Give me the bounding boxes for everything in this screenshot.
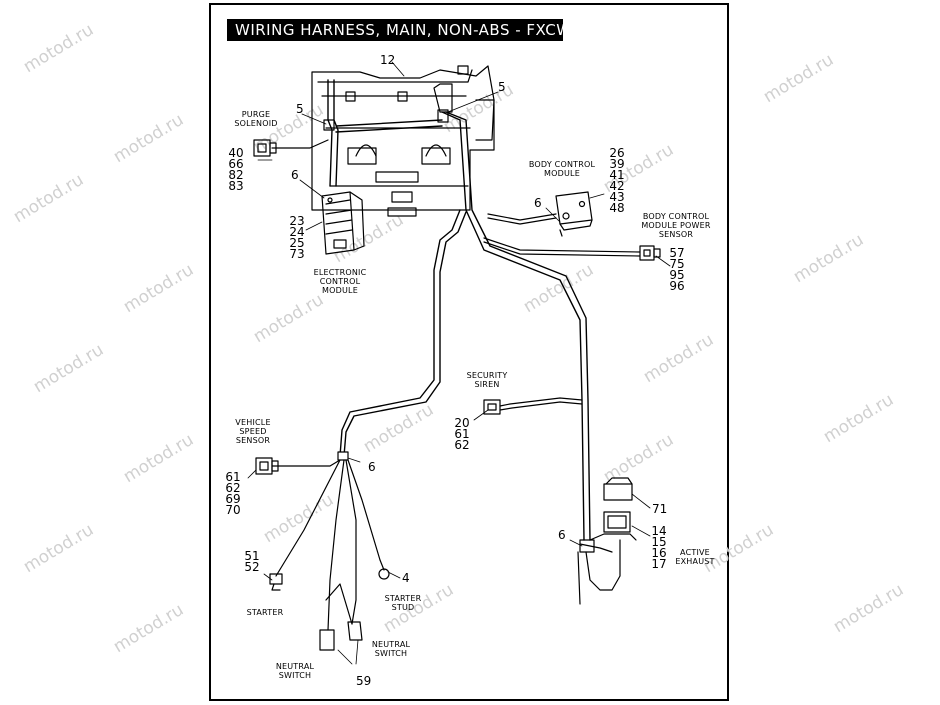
active-exhaust-connector [577, 477, 637, 605]
electronic-control-module-label: ELECTRONIC CONTROL MODULE [313, 268, 367, 295]
vss-callouts: 61 62 69 70 [225, 470, 241, 517]
security-siren-callouts: 20 61 62 [454, 416, 470, 452]
purge-solenoid-connector [253, 139, 329, 157]
bcm-callouts: 26 39 41 42 43 48 [609, 146, 625, 215]
vehicle-speed-sensor-label: VEHICLE SPEED SENSOR [235, 418, 271, 445]
starter-callouts: 51 52 [244, 549, 260, 574]
callout-59: 59 [356, 674, 372, 688]
callout-6-mid: 6 [368, 460, 376, 474]
purge-solenoid-callouts: 40 66 82 83 [228, 146, 244, 193]
starter-label: STARTER [246, 608, 284, 617]
purge-solenoid-label: PURGE SOLENOID [234, 110, 278, 128]
bcm-power-sensor-label: BODY CONTROL MODULE POWER SENSOR [641, 212, 711, 239]
active-exhaust-label: ACTIVE EXHAUST [675, 548, 715, 566]
body-control-module-icon [487, 191, 593, 237]
security-siren-connector [483, 397, 583, 415]
callout-71: 71 [652, 502, 668, 516]
callout-6-exhaust: 6 [558, 528, 566, 542]
ecm-callouts: 23 24 25 73 [289, 214, 305, 261]
callout-5-right: 5 [498, 80, 506, 94]
bcm-power-sensor-callouts: 57 75 95 96 [669, 246, 685, 293]
callout-6-ecm: 6 [291, 168, 299, 182]
callout-4: 4 [402, 571, 410, 585]
neutral-switch-label-left: NEUTRAL SWITCH [275, 662, 315, 680]
security-siren-label: SECURITY SIREN [466, 371, 508, 389]
callout-5-left: 5 [296, 102, 304, 116]
starter-stud-label: STARTER STUD [384, 594, 422, 612]
diagram-frame [209, 3, 729, 701]
neutral-switch-label-right: NEUTRAL SWITCH [371, 640, 411, 658]
lower-harness-branches [269, 451, 390, 651]
diagram-title: WIRING HARNESS, MAIN, NON-ABS - FXCWC [227, 19, 582, 41]
callout-12: 12 [380, 53, 396, 67]
active-exhaust-callouts: 14 15 16 17 [651, 524, 667, 571]
bcm-power-sensor-connector [483, 237, 661, 261]
main-harness-trunk [327, 79, 591, 541]
vehicle-speed-sensor-connector [255, 457, 341, 475]
electronic-control-module-icon [321, 191, 365, 255]
harness-clip [323, 109, 449, 131]
callout-leaders [247, 61, 671, 665]
callout-6-bcm: 6 [534, 196, 542, 210]
body-control-module-label: BODY CONTROL MODULE [528, 160, 596, 178]
